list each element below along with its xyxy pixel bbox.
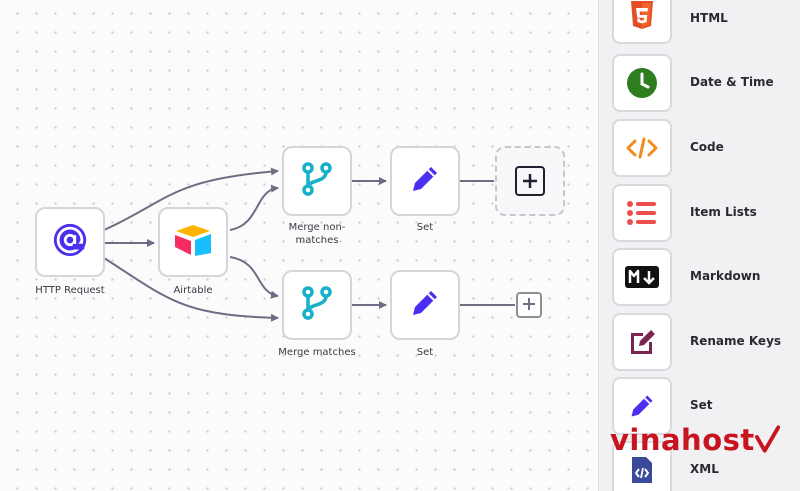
- plus-icon: [515, 166, 545, 196]
- list-icon: [612, 184, 672, 242]
- html5-icon: [612, 0, 672, 44]
- node-merge-non-matches-label: Merge non- matches: [288, 222, 346, 246]
- panel-item-date-time-label: Date & Time: [690, 75, 774, 89]
- workflow-canvas[interactable]: HTTP Request Airtable Merge non- matches: [0, 0, 598, 491]
- node-set-2[interactable]: [390, 270, 460, 340]
- clock-icon: [612, 54, 672, 112]
- panel-item-set-label: Set: [690, 398, 713, 412]
- node-airtable-label: Airtable: [173, 285, 213, 296]
- rename-edit-icon: [612, 313, 672, 371]
- node-set-2-label: Set: [416, 347, 434, 358]
- plus-icon: [522, 296, 536, 315]
- panel-item-html-label: HTML: [690, 11, 728, 25]
- markdown-icon: [612, 248, 672, 306]
- node-http-request[interactable]: [35, 207, 105, 277]
- at-sign-icon: [51, 221, 89, 263]
- panel-item-rename-keys[interactable]: Rename Keys: [599, 313, 800, 378]
- node-airtable[interactable]: [158, 207, 228, 277]
- panel-item-set[interactable]: Set: [599, 377, 800, 442]
- panel-item-markdown-label: Markdown: [690, 269, 761, 283]
- branch-merge-icon: [302, 162, 332, 200]
- add-node-button[interactable]: [516, 292, 542, 318]
- node-merge-matches[interactable]: [282, 270, 352, 340]
- panel-item-html[interactable]: HTML: [599, 0, 800, 51]
- code-icon: [612, 119, 672, 177]
- panel-item-xml[interactable]: XML: [599, 441, 800, 491]
- panel-item-date-time[interactable]: Date & Time: [599, 54, 800, 119]
- pencil-icon: [409, 287, 441, 323]
- add-node-placeholder[interactable]: [495, 146, 565, 216]
- panel-item-code-label: Code: [690, 140, 724, 154]
- node-merge-matches-label: Merge matches: [278, 347, 356, 358]
- node-set-1-label: Set: [416, 222, 434, 233]
- panel-item-code[interactable]: Code: [599, 119, 800, 184]
- watermark-logo: vinahost: [610, 424, 780, 456]
- pencil-icon: [409, 163, 441, 199]
- panel-item-item-lists[interactable]: Item Lists: [599, 184, 800, 249]
- node-panel[interactable]: HTML Date & Time Code: [598, 0, 800, 491]
- xml-file-icon: [612, 441, 672, 491]
- airtable-logo-icon: [173, 223, 213, 261]
- panel-item-markdown[interactable]: Markdown: [599, 248, 800, 313]
- panel-item-rename-keys-label: Rename Keys: [690, 334, 782, 348]
- watermark-text: vinahost: [610, 423, 755, 457]
- branch-merge-icon: [302, 286, 332, 324]
- panel-item-item-lists-label: Item Lists: [690, 205, 757, 219]
- panel-item-xml-label: XML: [690, 462, 719, 476]
- checkmark-icon: [754, 425, 780, 453]
- node-set-1[interactable]: [390, 146, 460, 216]
- node-http-request-label: HTTP Request: [35, 285, 105, 296]
- node-merge-non-matches[interactable]: [282, 146, 352, 216]
- pencil-icon: [612, 377, 672, 435]
